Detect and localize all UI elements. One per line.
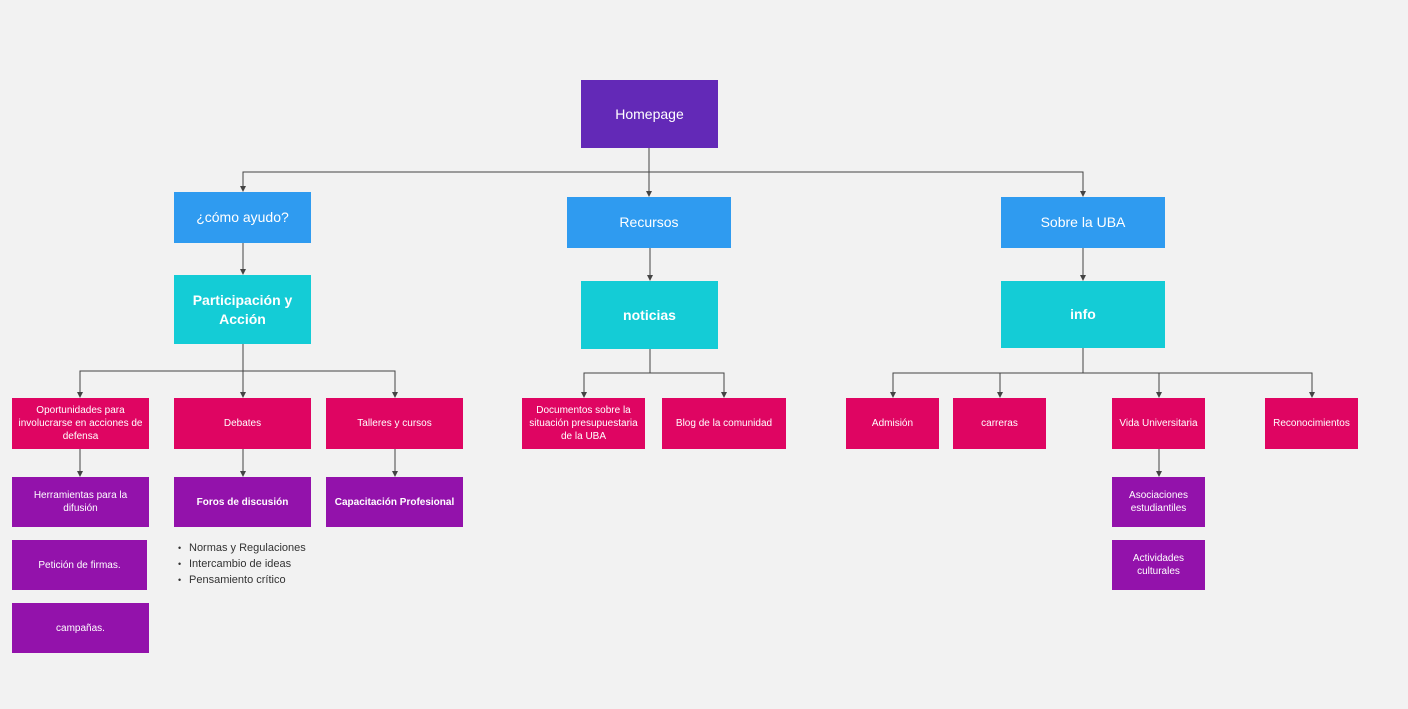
node-reconocimientos[interactable]: Reconocimientos	[1265, 398, 1358, 449]
node-participacion-accion[interactable]: Participación y Acción	[174, 275, 311, 344]
node-oportunidades[interactable]: Oportunidades para involucrarse en accio…	[12, 398, 149, 449]
node-sobre-la-uba[interactable]: Sobre la UBA	[1001, 197, 1165, 248]
foros-bullet-list: Normas y Regulaciones Intercambio de ide…	[176, 540, 306, 588]
connector-info-reconocimientos	[1083, 372, 1315, 398]
node-capacitacion-profesional[interactable]: Capacitación Profesional	[326, 477, 463, 527]
node-debates[interactable]: Debates	[174, 398, 311, 449]
connector-info-admision	[890, 348, 1084, 398]
node-carreras[interactable]: carreras	[953, 398, 1046, 449]
node-blog-comunidad[interactable]: Blog de la comunidad	[662, 398, 786, 449]
bullet-item: Intercambio de ideas	[176, 556, 306, 572]
node-peticion-firmas[interactable]: Petición de firmas.	[12, 540, 147, 590]
node-documentos[interactable]: Documentos sobre la situación presupuest…	[522, 398, 645, 449]
node-admision[interactable]: Admisión	[846, 398, 939, 449]
node-noticias[interactable]: noticias	[581, 281, 718, 349]
connector-homepage-sobre-uba	[649, 171, 1086, 197]
node-recursos[interactable]: Recursos	[567, 197, 731, 248]
bullet-item: Normas y Regulaciones	[176, 540, 306, 556]
node-homepage[interactable]: Homepage	[581, 80, 718, 148]
node-campanas[interactable]: campañas.	[12, 603, 149, 653]
node-foros-discusion[interactable]: Foros de discusión	[174, 477, 311, 527]
node-vida-universitaria[interactable]: Vida Universitaria	[1112, 398, 1205, 449]
connector-noticias-blog	[650, 372, 727, 398]
connector-participacion-oportunidades	[77, 344, 244, 398]
node-talleres-cursos[interactable]: Talleres y cursos	[326, 398, 463, 449]
node-info[interactable]: info	[1001, 281, 1165, 348]
connector-participacion-talleres	[243, 370, 398, 398]
bullet-item: Pensamiento crítico	[176, 572, 306, 588]
connector-noticias-documentos	[581, 349, 651, 398]
connector-homepage-como-ayudo	[240, 148, 650, 192]
node-herramientas-difusion[interactable]: Herramientas para la difusión	[12, 477, 149, 527]
node-como-ayudo[interactable]: ¿cómo ayudo?	[174, 192, 311, 243]
node-actividades-culturales[interactable]: Actividades culturales	[1112, 540, 1205, 590]
node-asociaciones-estudiantiles[interactable]: Asociaciones estudiantiles	[1112, 477, 1205, 527]
